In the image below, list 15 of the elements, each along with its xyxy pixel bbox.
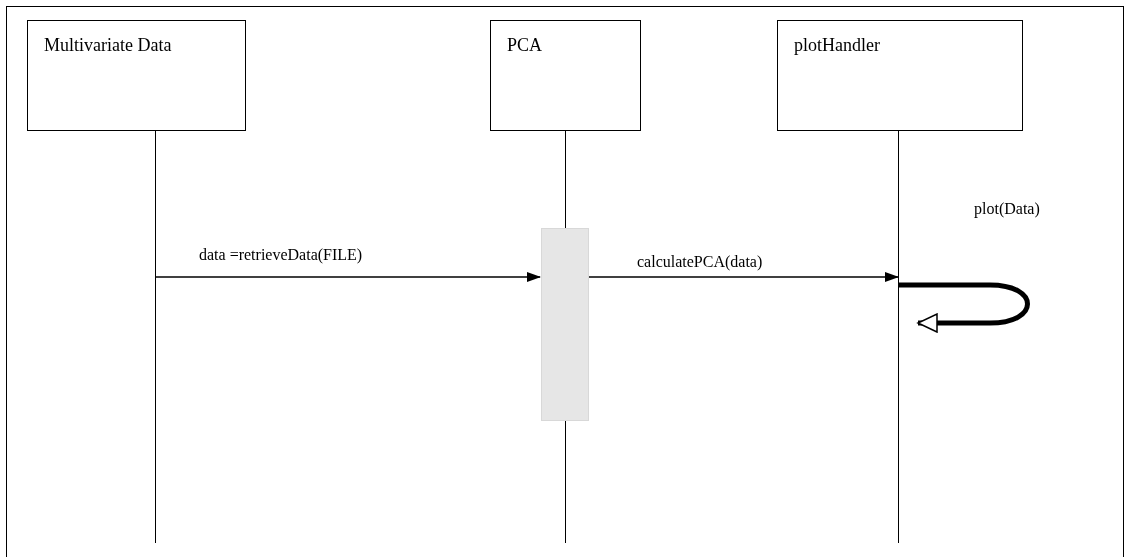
- object-name: Multivariate Data: [44, 35, 172, 55]
- lifeline: [898, 131, 900, 543]
- lifeline-box: [27, 20, 246, 131]
- edge-label: data =retrieveData(FILE): [197, 246, 365, 264]
- object-name: PCA: [507, 35, 542, 55]
- edge-label: calculatePCA(data): [635, 253, 765, 271]
- edge-label: plot(Data): [972, 200, 1042, 218]
- lifeline-box: [777, 20, 1023, 131]
- message-arrow: [588, 272, 899, 282]
- self-call-arrow: [899, 282, 1030, 333]
- lifeline: [155, 131, 157, 543]
- message-arrow: [155, 272, 541, 282]
- object-name: plotHandler: [794, 35, 880, 55]
- lifeline-box: [490, 20, 641, 131]
- activation-bar: [541, 228, 589, 421]
